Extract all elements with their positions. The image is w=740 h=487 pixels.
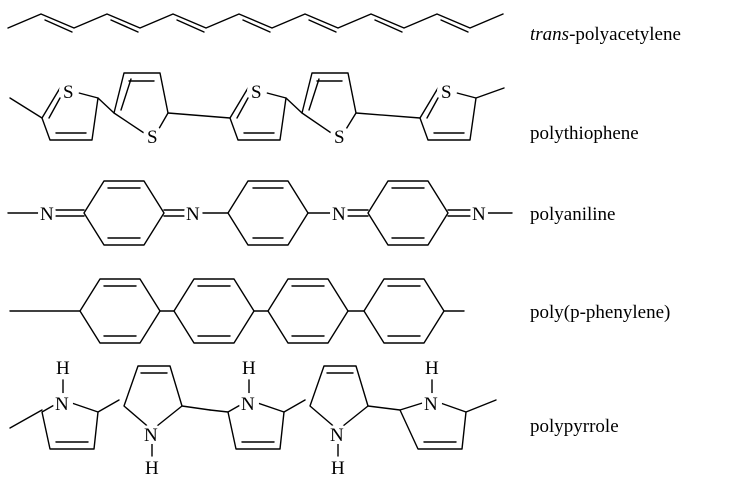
polymer-name-poly-p-phenylene: poly(p-phenylene) (530, 302, 670, 323)
polyacetylene-double-bonds (44, 19, 469, 33)
sulfur-atom: S (334, 127, 345, 148)
hydrogen-atom: H (331, 458, 345, 479)
hydrogen-atom: H (425, 358, 439, 379)
sulfur-atom: S (63, 82, 74, 103)
hydrogen-atom: H (242, 358, 256, 379)
hydrogen-atom: H (56, 358, 70, 379)
nitrogen-atom: N (472, 204, 486, 225)
sulfur-atom: S (441, 82, 452, 103)
polymer-name-polythiophene: polythiophene (530, 123, 639, 144)
sulfur-atom: S (147, 127, 158, 148)
nitrogen-atom: N (241, 394, 255, 415)
polythiophene-structure: S S S S S (9, 72, 505, 148)
nitrogen-atom: N (332, 204, 346, 225)
nitrogen-atom: N (55, 394, 69, 415)
nitrogen-atom: N (424, 394, 438, 415)
nitrogen-atom: N (40, 204, 54, 225)
polymer-name-trans-polyacetylene: trans-polyacetylene (530, 24, 681, 45)
polymer-name-polypyrrole: polypyrrole (530, 416, 619, 437)
nitrogen-atom: N (144, 425, 158, 446)
polypyrrole-structure: N H N H N H N H N H (9, 358, 497, 479)
hydrogen-atom: H (145, 458, 159, 479)
polyacetylene-structure (7, 13, 504, 33)
polyacetylene-zigzag (7, 13, 504, 29)
polymer-name-polyaniline: polyaniline (530, 204, 615, 225)
nitrogen-atom: N (330, 425, 344, 446)
nitrogen-atom: N (186, 204, 200, 225)
sulfur-atom: S (251, 82, 262, 103)
poly-p-phenylene-structure (9, 278, 465, 344)
polyaniline-structure: N N N N (7, 180, 513, 246)
